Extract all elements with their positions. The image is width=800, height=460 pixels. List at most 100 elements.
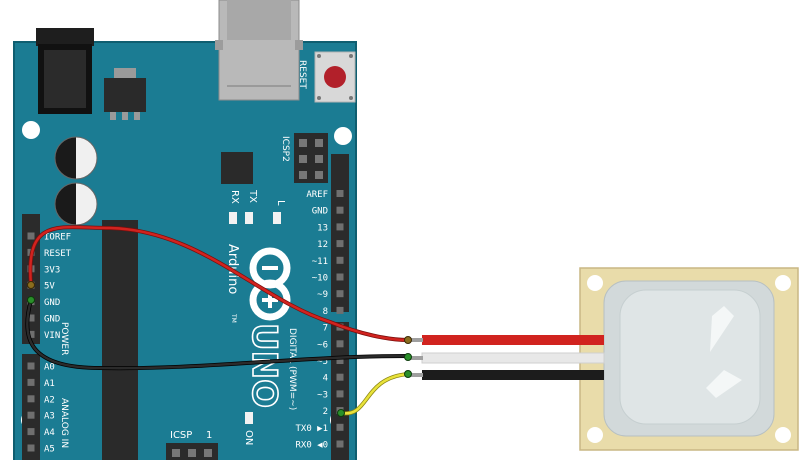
wire-end-gnd <box>27 296 35 304</box>
pin-label: 4 <box>323 374 328 384</box>
arduino-logo <box>249 247 291 321</box>
pin-label: GND <box>312 207 328 217</box>
mounting-hole <box>775 275 791 291</box>
header-pin-hole[interactable] <box>336 373 344 381</box>
mounting-hole <box>587 427 603 443</box>
header-pin-hole[interactable] <box>336 423 344 431</box>
on-led <box>245 412 253 424</box>
pin-label: GND <box>44 298 60 308</box>
tm-label: TM <box>230 313 237 323</box>
sensor-lead-gnd <box>422 370 604 380</box>
header-pin-hole[interactable] <box>27 378 35 386</box>
pin-label: RESET <box>44 249 72 259</box>
pin-label: 7 <box>323 324 328 334</box>
icsp2-label: ICSP2 <box>280 136 290 162</box>
pin-label: ~11 <box>312 257 328 267</box>
header-pin-hole[interactable] <box>336 290 344 298</box>
header-pin-hole[interactable] <box>336 340 344 348</box>
fresnel-lens <box>619 289 761 425</box>
tx-label: TX <box>247 189 258 203</box>
pin-label: IOREF <box>44 233 71 243</box>
usb-chip <box>221 152 253 184</box>
pin-label: A1 <box>44 379 55 389</box>
header-pin-hole[interactable] <box>336 240 344 248</box>
tx-led <box>245 212 253 224</box>
mounting-hole <box>587 275 603 291</box>
digital-header-upper <box>331 154 349 312</box>
pin-label: AREF <box>306 190 328 200</box>
pin-label: 2 <box>323 407 328 417</box>
header-pin-hole[interactable] <box>336 190 344 197</box>
pin-label: A4 <box>44 428 55 438</box>
header-pin-hole[interactable] <box>27 314 35 322</box>
header-pin-hole[interactable] <box>336 357 344 364</box>
wire-end-sensor-gnd <box>404 353 412 361</box>
header-pin-hole[interactable] <box>27 232 35 240</box>
rx-label: RX <box>229 190 240 204</box>
rx-led <box>229 212 237 224</box>
wire-gnd <box>26 298 410 370</box>
icsp-header <box>166 443 218 460</box>
pin-label: A0 <box>44 363 55 373</box>
header-pin-hole[interactable] <box>27 444 35 452</box>
microcontroller <box>102 220 138 460</box>
pin-label: 8 <box>323 307 328 317</box>
usb-connector <box>215 0 303 101</box>
wire-5v <box>29 225 410 342</box>
wire-end-signal <box>337 409 345 417</box>
capacitor <box>54 182 98 226</box>
wires <box>25 225 410 416</box>
pin-label: 5V <box>44 282 55 292</box>
power-label: POWER <box>59 322 69 355</box>
digital-label: DIGITAL (PWM=~) <box>287 328 297 410</box>
pin-label: RX0 ◀0 <box>295 441 328 451</box>
icsp-pin1-label: 1 <box>206 430 212 441</box>
pir-sensor <box>411 267 799 451</box>
l-label: L <box>275 200 286 206</box>
pin-label: 12 <box>317 240 328 250</box>
wire-end-sensor-out <box>404 370 412 378</box>
header-pin-hole[interactable] <box>336 206 344 214</box>
pin-label: A3 <box>44 412 55 422</box>
mounting-hole <box>334 127 352 145</box>
voltage-regulator <box>104 68 146 120</box>
pin-label: VIN <box>44 331 60 341</box>
header-pin-hole[interactable] <box>336 273 344 281</box>
header-pin-hole[interactable] <box>27 411 35 419</box>
header-pin-hole[interactable] <box>27 395 35 403</box>
header-pin-hole[interactable] <box>336 306 344 314</box>
header-pin-hole[interactable] <box>336 256 344 264</box>
pin-label: ~3 <box>317 390 328 400</box>
header-pin-hole[interactable] <box>336 390 344 398</box>
icsp-label: ICSP <box>170 430 192 441</box>
lens-glint <box>710 306 734 352</box>
pin-label: ~9 <box>317 290 328 300</box>
header-pin-hole[interactable] <box>27 330 35 338</box>
mounting-hole <box>22 121 40 139</box>
pin-label: ~10 <box>312 274 328 284</box>
capacitor <box>54 136 98 180</box>
board-name: UNO <box>244 323 284 408</box>
mounting-hole <box>775 427 791 443</box>
pin-label: A2 <box>44 395 55 405</box>
reset-label: RESET <box>297 60 307 89</box>
header-pin-hole[interactable] <box>336 440 344 448</box>
pin-label: ~5 <box>317 357 328 367</box>
sensor-lead-out <box>421 352 605 364</box>
pin-label: ~6 <box>317 340 328 350</box>
header-pin-hole[interactable] <box>27 362 35 370</box>
header-pin-hole[interactable] <box>336 223 344 231</box>
wire-end-sensor-vcc <box>404 336 412 344</box>
pin-label: A5 <box>44 445 55 455</box>
wire-end-5v <box>27 281 35 289</box>
lens-glint <box>706 370 742 398</box>
header-pin-hole[interactable] <box>27 428 35 436</box>
analog-label: ANALOG IN <box>59 398 69 448</box>
dc-jack <box>36 28 94 114</box>
reset-button[interactable] <box>314 51 356 103</box>
icsp2-header <box>294 133 328 183</box>
